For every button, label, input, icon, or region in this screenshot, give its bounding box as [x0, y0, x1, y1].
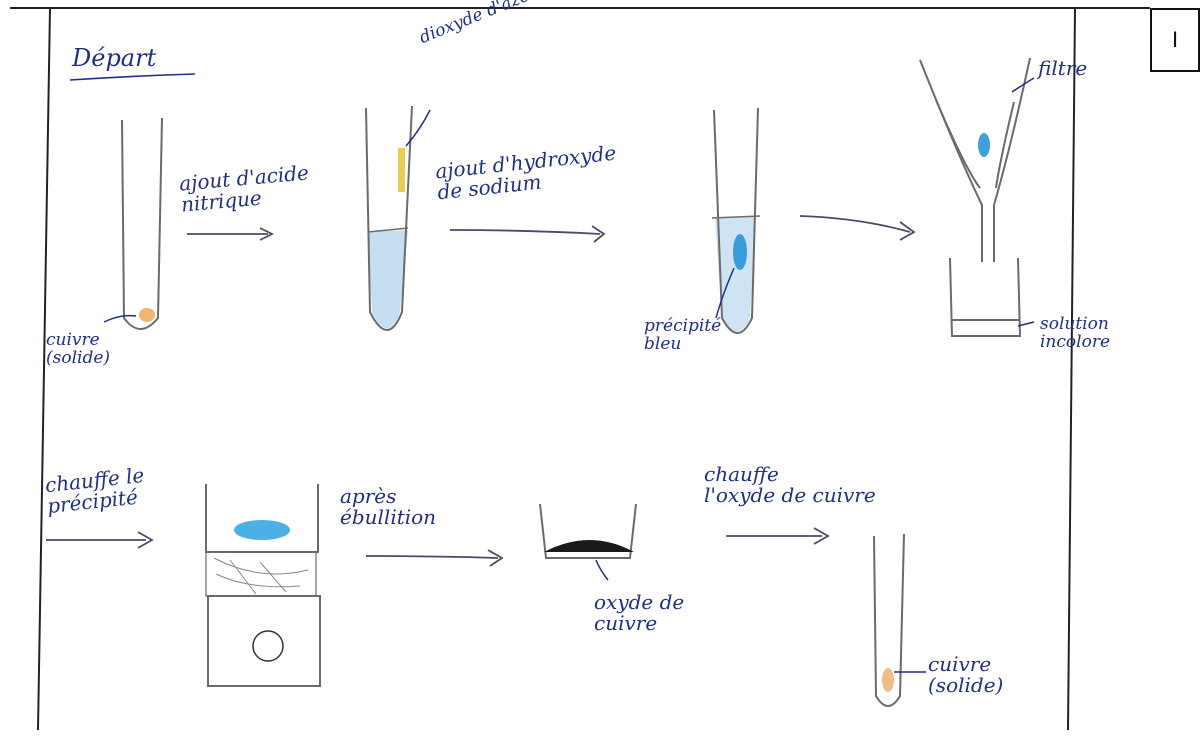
blue-precipitate-blob: [733, 234, 747, 270]
arrow-4: [46, 532, 152, 548]
arrow-5: [366, 550, 502, 566]
heated-precipitate: [234, 520, 290, 540]
arrow-6: [726, 528, 828, 544]
burner-circle: [253, 631, 283, 661]
heating-setup: [206, 484, 320, 686]
filtered-precipitate: [978, 133, 990, 157]
title-depart: Départ: [72, 46, 156, 71]
label-filter: filtre: [1038, 58, 1087, 79]
arrow-1: [187, 228, 272, 240]
page-number-badge: I: [1150, 8, 1200, 72]
title-underline: [70, 74, 195, 80]
label-colorless-solution: solution incolore: [1040, 316, 1110, 352]
label-copper-oxide: oxyde de cuivre: [594, 592, 684, 634]
label-blue-precipitate: précipité bleu: [644, 318, 721, 354]
label-after-boiling: après ébullition: [340, 486, 436, 528]
gas-bubble: [398, 148, 405, 192]
oxide-dish: [540, 504, 636, 580]
page-frame: [10, 8, 1150, 730]
label-copper-solid-final: cuivre (solide): [928, 654, 1003, 696]
label-copper-solid: cuivre (solide): [46, 332, 110, 368]
test-tube-nitric-acid: [366, 106, 430, 330]
label-heat-copper-oxide: chauffe l'oxyde de cuivre: [704, 464, 876, 506]
test-tube-copper-final: [874, 534, 926, 706]
test-tube-precipitate: [712, 108, 760, 333]
copper-piece: [139, 308, 155, 322]
label-heat-precipitate: chauffe le précipité: [44, 465, 147, 517]
filtration-setup: [920, 58, 1034, 336]
copper-final-piece: [882, 668, 894, 692]
arrow-2: [450, 226, 604, 242]
arrow-3: [800, 216, 914, 240]
test-tube-copper: [104, 118, 162, 329]
